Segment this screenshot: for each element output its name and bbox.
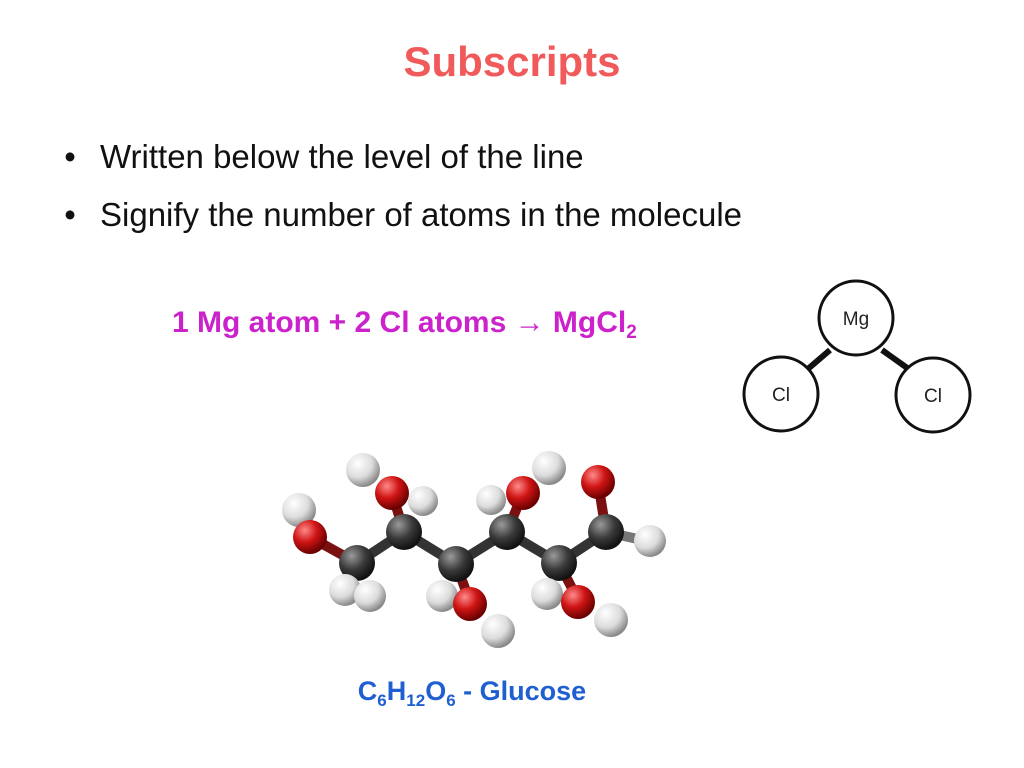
product: MgCl — [544, 306, 627, 339]
cl-label-right: Cl — [924, 386, 942, 407]
bond — [554, 558, 583, 605]
cl-atom-left — [742, 355, 820, 433]
bullet-dot-icon: • — [64, 138, 76, 175]
reaction-equation: 1 Mg atom + 2 Cl atoms → MgCl2 — [172, 306, 637, 344]
bond — [352, 527, 409, 568]
glucose-atoms — [282, 451, 666, 648]
formula-carbon-subscript: 6 — [377, 691, 387, 710]
formula-oxygen: O — [425, 676, 447, 706]
carbon-atom — [489, 514, 525, 550]
mg-cl-bond — [800, 347, 832, 377]
carbon-atom — [588, 514, 624, 550]
product-subscript: 2 — [626, 322, 637, 343]
bond — [451, 559, 475, 607]
oxygen-atom — [561, 585, 595, 619]
hydrogen-atom — [346, 453, 380, 487]
cl-atom-right — [894, 356, 972, 434]
bond — [305, 532, 362, 568]
bullet-item: • Signify the number of atoms in the mole… — [60, 190, 742, 248]
hydrogen-atom — [426, 580, 458, 612]
hydrogen-atom — [532, 451, 566, 485]
reactants: 1 Mg atom + 2 Cl atoms — [172, 306, 515, 339]
mg-label: Mg — [843, 309, 869, 330]
bond — [593, 477, 611, 537]
formula-name: - Glucose — [455, 676, 587, 706]
slide-title: Subscripts — [403, 38, 621, 85]
bullet-item: • Written below the level of the line — [60, 132, 742, 190]
bullet-text: Signify the number of atoms in the molec… — [100, 196, 743, 233]
bond — [451, 527, 512, 569]
bond — [601, 527, 652, 546]
carbon-atom — [541, 545, 577, 581]
oxygen-atom — [293, 520, 327, 554]
hydrogen-atom — [329, 574, 361, 606]
oxygen-atom — [453, 587, 487, 621]
hydrogen-atom — [282, 493, 316, 527]
formula-hydrogen-subscript: 12 — [406, 691, 426, 710]
bond — [387, 488, 409, 537]
bond — [399, 527, 461, 569]
bond — [554, 527, 611, 568]
bullet-list: • Written below the level of the line • Si… — [60, 132, 742, 248]
oxygen-atom — [581, 465, 615, 499]
bullet-text: Written below the level of the line — [100, 138, 584, 175]
glucose-bonds — [305, 477, 652, 607]
oxygen-atom — [506, 476, 540, 510]
formula-hydrogen: H — [386, 676, 407, 706]
hydrogen-atom — [354, 580, 386, 612]
hydrogen-atom — [594, 603, 628, 637]
hydrogen-atom — [634, 525, 666, 557]
bullet-dot-icon: • — [64, 196, 76, 233]
carbon-atom — [339, 545, 375, 581]
mg-atom — [817, 279, 895, 357]
arrow-icon: → — [514, 306, 545, 339]
hydrogen-atom — [476, 485, 506, 515]
hydrogen-atom — [481, 614, 515, 648]
oxygen-atom — [375, 476, 409, 510]
hydrogen-atom — [531, 578, 563, 610]
bond — [502, 488, 528, 537]
formula-carbon: C — [357, 676, 378, 706]
carbon-atom — [438, 546, 474, 582]
mg-cl-bond — [880, 347, 912, 373]
bond — [502, 527, 564, 568]
hydrogen-atom — [408, 486, 438, 516]
glucose-formula: C6H12O6 - Glucose — [0, 676, 1024, 711]
cl-label-left: Cl — [772, 385, 790, 406]
formula-oxygen-subscript: 6 — [446, 691, 456, 710]
carbon-atom — [386, 514, 422, 550]
